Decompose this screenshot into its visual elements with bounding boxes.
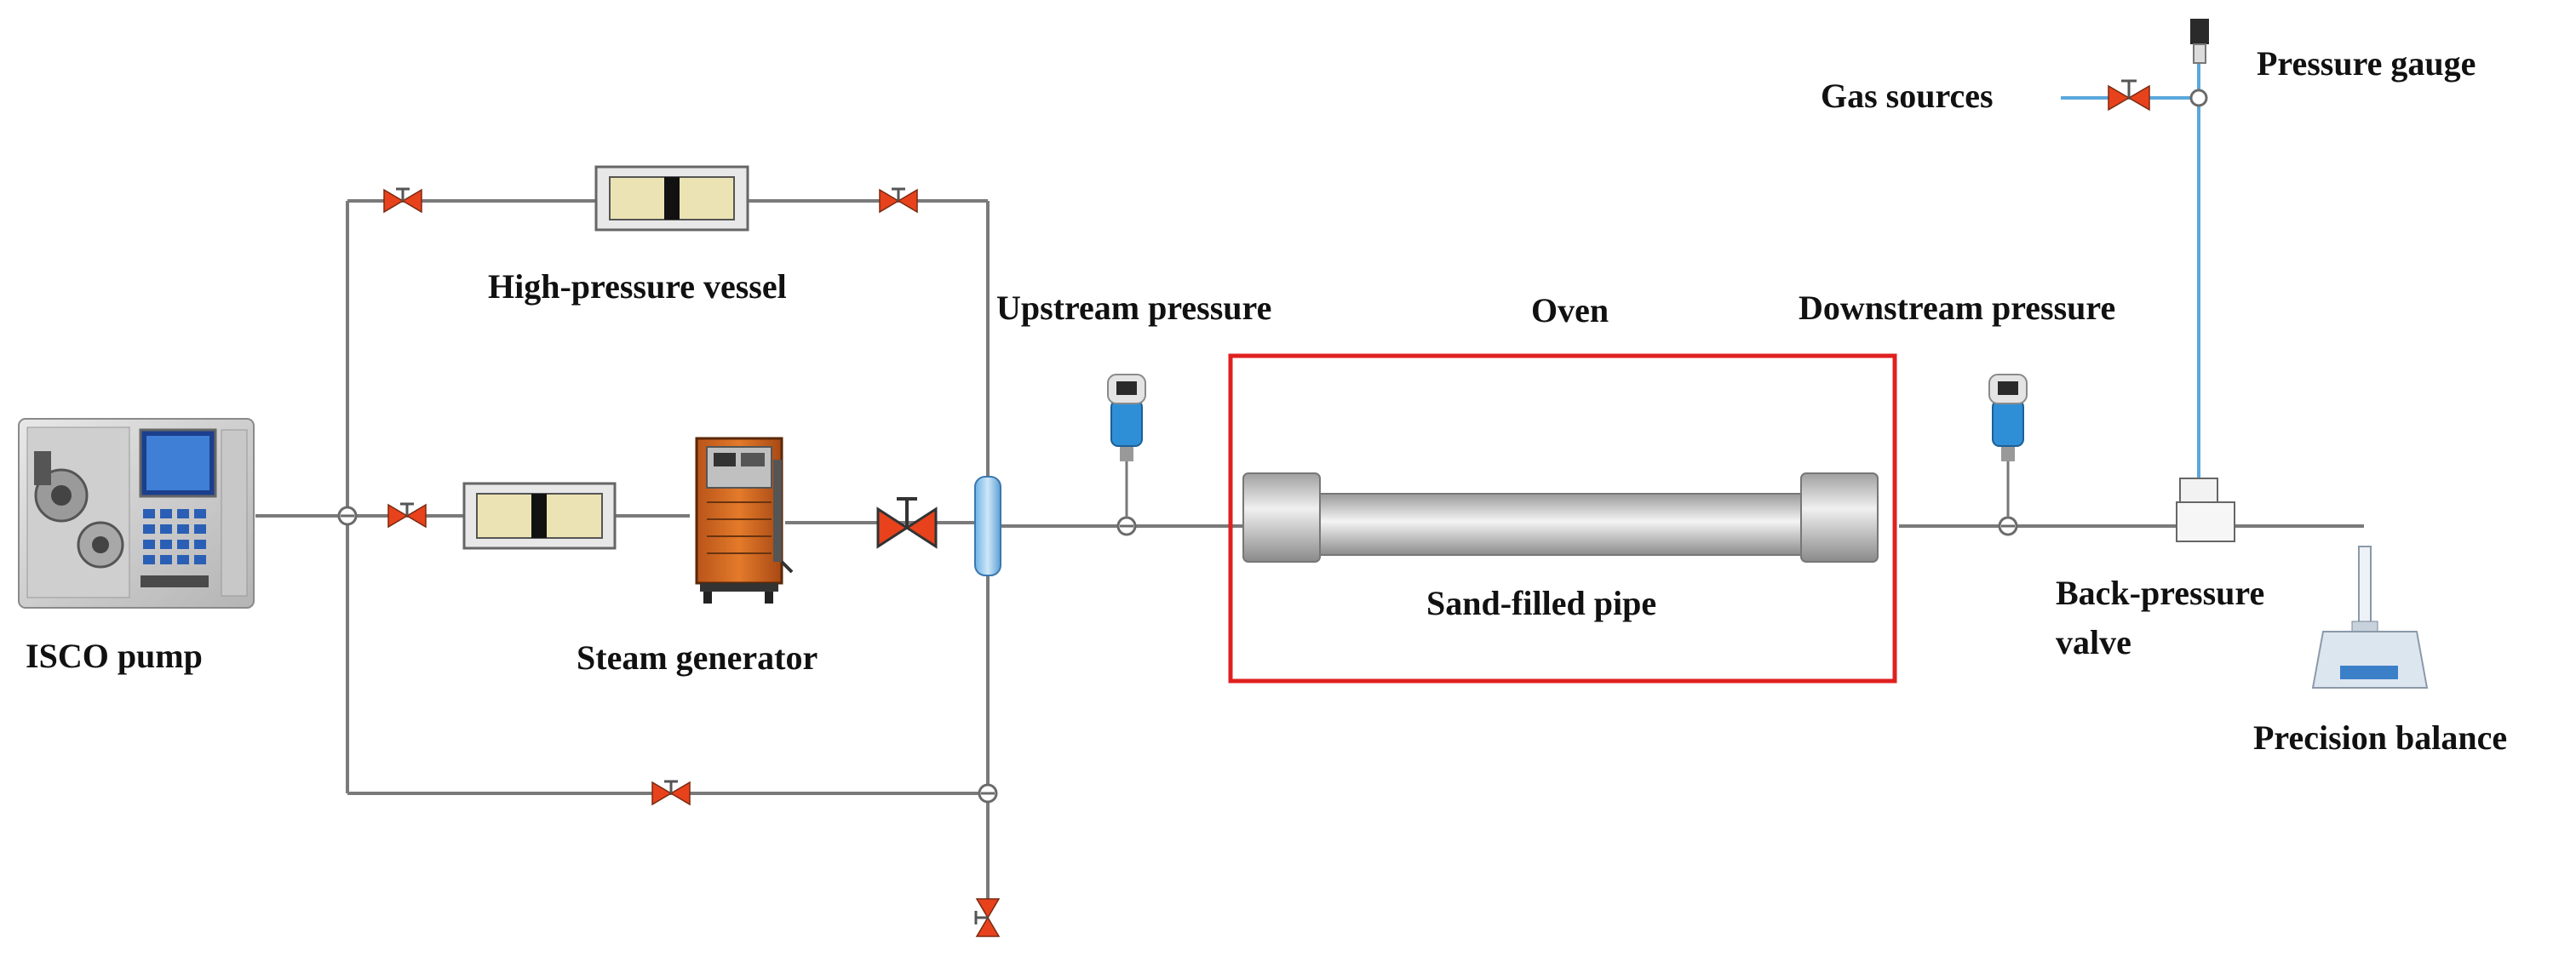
valve-top-left	[383, 187, 422, 214]
pressure-gauge-label: Pressure gauge	[2257, 44, 2476, 83]
precision-balance-label: Precision balance	[2253, 718, 2507, 757]
pressure-gauge	[2190, 19, 2209, 64]
upstream-pressure-transducer	[1107, 374, 1146, 518]
isco-pump-label: ISCO pump	[26, 637, 203, 675]
valve-middle-left	[387, 502, 427, 529]
isco-pump	[18, 418, 255, 609]
oven-label: Oven	[1531, 291, 1609, 329]
downstream-pressure-transducer	[1988, 374, 2028, 518]
inline-filter	[974, 476, 1001, 576]
steam-generator-label: Steam generator	[577, 638, 818, 677]
gas-supply-line	[2061, 60, 2200, 478]
back-pressure-valve	[2176, 478, 2235, 542]
pipe-end-cap-left	[1242, 472, 1321, 563]
precision-balance	[2311, 546, 2429, 689]
downstream-pressure-label: Downstream pressure	[1799, 289, 2115, 327]
oven-enclosure	[1228, 353, 1897, 684]
valve-top-right	[879, 187, 918, 214]
valve-steam-outlet	[876, 497, 938, 549]
sand-filled-pipe-label: Sand-filled pipe	[1426, 584, 1656, 622]
junction-gas	[2189, 89, 2208, 107]
gas-sources-label: Gas sources	[1821, 77, 1994, 115]
high-pressure-vessel-label: High-pressure vessel	[488, 267, 787, 306]
junction-fittings	[337, 89, 2208, 804]
sand-filled-pipe	[1242, 472, 1879, 563]
back-pressure-valve-label-line2: valve	[2056, 623, 2131, 661]
valve-bottom	[651, 780, 691, 806]
pipe-end-cap-right	[1800, 472, 1879, 563]
valve-drain	[974, 898, 1001, 937]
upstream-pressure-label: Upstream pressure	[996, 289, 1271, 327]
labels: ISCO pump High-pressure vessel Steam gen…	[26, 44, 2507, 757]
steam-generator	[695, 437, 794, 604]
intermediate-vessel	[462, 482, 617, 550]
back-pressure-valve-label-line1: Back-pressure	[2056, 574, 2264, 612]
high-pressure-vessel	[594, 165, 749, 232]
valve-gas-source	[2108, 79, 2150, 112]
graduated-cylinder	[2358, 546, 2372, 624]
pump-keypad	[143, 509, 206, 564]
